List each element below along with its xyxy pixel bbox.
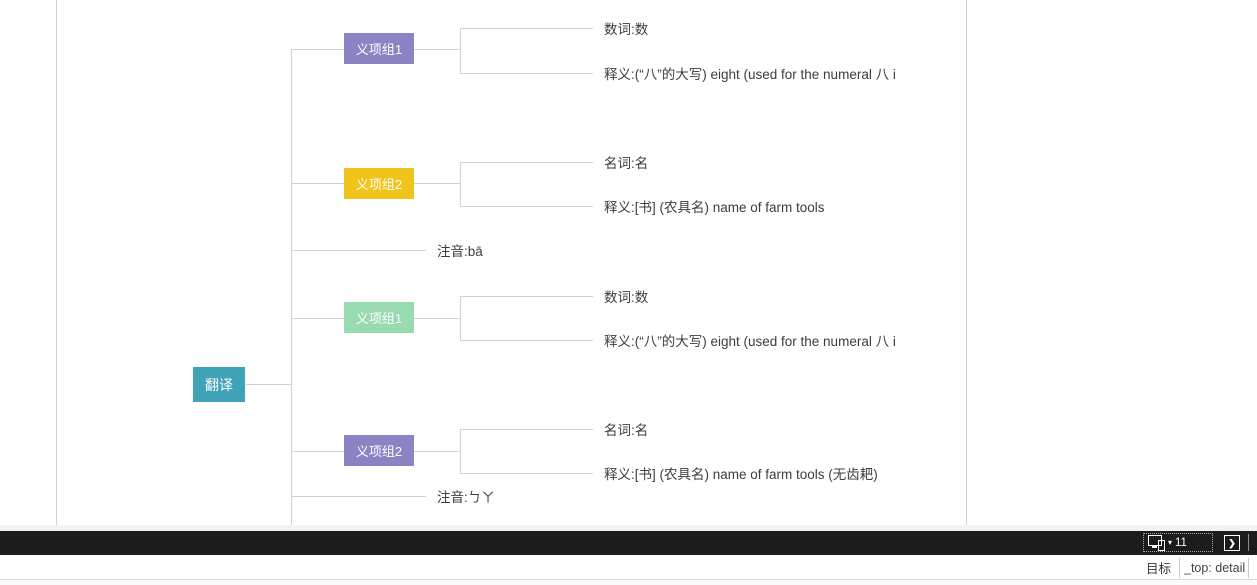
- zhuyin-label[interactable]: 注音:ㄅㄚ: [437, 490, 495, 505]
- target-field[interactable]: _top: detail: [1179, 557, 1249, 578]
- tag-selector-bar: ▾ 11 ❯: [0, 531, 1257, 555]
- mindmap-node-group3[interactable]: 义项组1: [344, 302, 414, 333]
- design-view-canvas[interactable]: 翻译 义项组1 数词:数 释义:(“八”的大写) eight (used for…: [56, 0, 967, 525]
- mindmap-root-node[interactable]: 翻译: [193, 367, 245, 402]
- window-size-value: 11: [1175, 536, 1187, 549]
- target-label: 目标: [1145, 562, 1171, 576]
- bracket-line: [460, 162, 461, 206]
- branch-line: [291, 49, 344, 50]
- branch-line: [291, 496, 426, 497]
- leaf-label[interactable]: 名词:名: [604, 423, 649, 438]
- monitor-icon: [1148, 534, 1162, 548]
- property-inspector-strip: 目标 _top: detail: [0, 555, 1257, 580]
- chevron-down-icon: ▾: [1168, 537, 1173, 547]
- leaf-label[interactable]: 释义:(“八”的大写) eight (used for the numeral …: [604, 67, 896, 82]
- code-navigator-icon[interactable]: ❯: [1224, 535, 1240, 551]
- bottom-panel-edge: [0, 580, 1257, 585]
- node-connector-line: [414, 318, 460, 319]
- branch-line: [291, 318, 344, 319]
- node-connector-line: [414, 49, 460, 50]
- leaf-line: [460, 429, 593, 430]
- zhuyin-label[interactable]: 注音:bā: [437, 244, 483, 259]
- leaf-line: [460, 206, 593, 207]
- leaf-label[interactable]: 释义:[书] (农具名) name of farm tools: [604, 200, 825, 215]
- leaf-line: [460, 340, 593, 341]
- mindmap-node-group4[interactable]: 义项组2: [344, 435, 414, 466]
- leaf-label[interactable]: 名词:名: [604, 156, 649, 171]
- trunk-connector-line: [291, 49, 292, 525]
- mindmap-node-group2[interactable]: 义项组2: [344, 168, 414, 199]
- bracket-line: [460, 429, 461, 473]
- branch-line: [291, 183, 344, 184]
- leaf-label[interactable]: 释义:(“八”的大写) eight (used for the numeral …: [604, 334, 896, 349]
- mindmap-node-group1[interactable]: 义项组1: [344, 33, 414, 64]
- branch-line: [291, 451, 344, 452]
- window-size-selector[interactable]: ▾ 11: [1143, 533, 1213, 552]
- leaf-line: [460, 28, 593, 29]
- leaf-label[interactable]: 数词:数: [604, 22, 649, 37]
- bracket-line: [460, 296, 461, 340]
- bracket-line: [460, 28, 461, 73]
- leaf-line: [460, 73, 593, 74]
- node-connector-line: [414, 451, 460, 452]
- leaf-line: [460, 473, 593, 474]
- leaf-label[interactable]: 释义:[书] (农具名) name of farm tools (无齿耙): [604, 467, 878, 482]
- canvas-bottom-strip: [0, 525, 1257, 531]
- node-connector-line: [414, 183, 460, 184]
- leaf-line: [460, 296, 593, 297]
- leaf-label[interactable]: 数词:数: [604, 290, 649, 305]
- root-connector-line: [246, 384, 291, 385]
- branch-line: [291, 250, 426, 251]
- device-preview-icon: [1148, 534, 1165, 551]
- statusbar-separator: [1248, 534, 1249, 551]
- leaf-line: [460, 162, 593, 163]
